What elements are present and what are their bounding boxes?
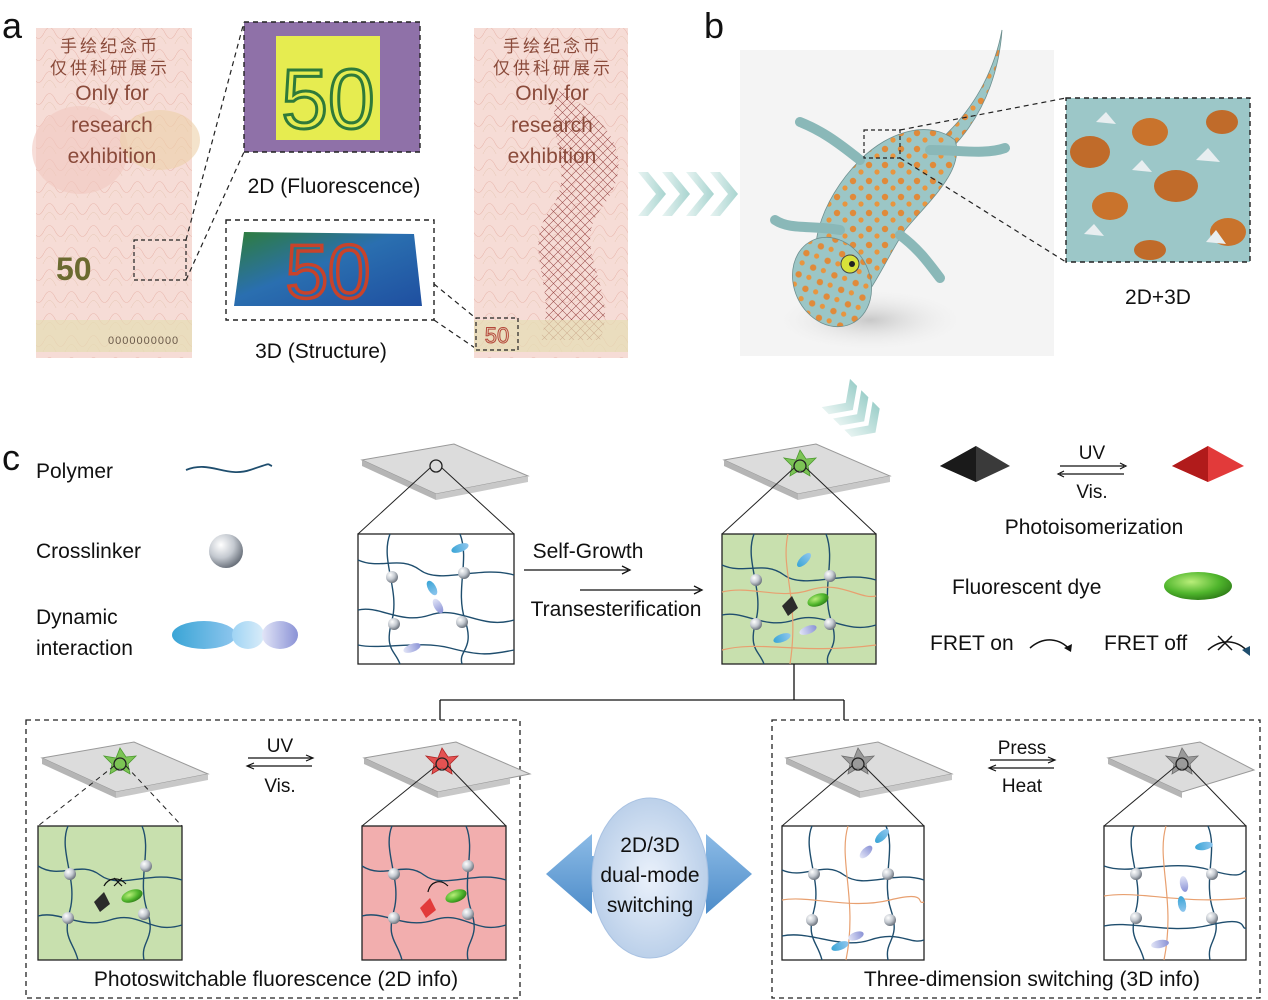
network-box-initial: [357, 533, 515, 665]
center-line1: 2D/3D: [620, 834, 680, 857]
fret-on-arrow-icon: [1029, 639, 1071, 651]
zoom-line: [433, 283, 479, 321]
inset-2d-number: 50: [281, 52, 374, 146]
banknote-cn-line2: 仅供科研展示: [493, 59, 613, 78]
network-box-grown: [721, 533, 877, 665]
banknote-en-line3: exhibition: [68, 145, 157, 168]
crosslinker-icon: [209, 534, 243, 568]
inset-3d-structure: 50: [225, 219, 435, 321]
inset-3d-number: 50: [286, 230, 371, 315]
legend-vis: Vis.: [1076, 482, 1107, 503]
banknote-cn-line1: 手绘纪念币: [503, 36, 603, 56]
banknote-denomination: 50: [56, 251, 92, 287]
caption-2d3d: 2D+3D: [1125, 286, 1191, 309]
fluorescent-dye-icon: [1164, 572, 1232, 600]
left-box-caption: Photoswitchable fluorescence (2D info): [94, 968, 458, 991]
right-press-label: Press: [998, 738, 1047, 759]
network-box-green: [37, 825, 183, 961]
process-step-self-growth: Self-Growth: [533, 540, 644, 563]
banknote-denomination-small: 50: [485, 323, 509, 348]
legend-photoisomerization: Photoisomerization: [1005, 516, 1184, 539]
legend-fret-off: FRET off: [1104, 632, 1187, 655]
banknote-en-line2: research: [71, 114, 153, 137]
zoom-line: [185, 21, 245, 241]
black-diamond-icon: [940, 446, 1010, 482]
plate-green-state: [37, 741, 210, 827]
panel-label-b: b: [704, 5, 724, 46]
inset-2d3d-skin: [1065, 97, 1251, 263]
center-line3: switching: [607, 894, 693, 917]
dynamic-interaction-icon: [172, 621, 298, 649]
banknote-left: 手绘纪念币 仅供科研展示 Only for research exhibitio…: [32, 28, 200, 358]
banknote-en-line3: exhibition: [508, 145, 597, 168]
plate-initial: [357, 443, 530, 535]
legend-fluorescent-dye: Fluorescent dye: [952, 576, 1101, 599]
left-uv-label: UV: [267, 736, 294, 757]
legend-uv: UV: [1079, 443, 1106, 464]
banknote-en-line1: Only for: [75, 82, 149, 105]
network-box-red: [361, 825, 507, 961]
zoom-line: [433, 319, 479, 351]
inset-2d-fluorescence: 50: [243, 21, 421, 153]
plate-gray-state-2: [1103, 741, 1256, 827]
right-box-caption: Three-dimension switching (3D info): [864, 968, 1200, 991]
legend-dynamic-label-1: Dynamic: [36, 606, 118, 629]
banknote-serial: 0000000000: [108, 335, 179, 347]
zoom-line: [185, 151, 245, 281]
plate-grown: [721, 443, 892, 535]
gecko-illustration: [740, 29, 1054, 356]
legend-polymer-label: Polymer: [36, 460, 113, 483]
banknote-en-line1: Only for: [515, 82, 589, 105]
banknote-cn-line2: 仅供科研展示: [50, 59, 170, 78]
network-box-relaxed: [781, 825, 925, 961]
legend-dynamic-label-2: interaction: [36, 637, 133, 660]
center-line2: dual-mode: [600, 864, 699, 887]
panel-label-c: c: [2, 437, 20, 478]
right-heat-label: Heat: [1002, 776, 1043, 797]
panel-label-a: a: [2, 5, 23, 46]
center-oval: [591, 797, 709, 959]
network-box-pressed: [1103, 825, 1247, 961]
chevron-down-left-icon: [821, 378, 880, 437]
zoom-line: [899, 157, 1067, 263]
plate-red-state: [361, 741, 532, 827]
process-step-transesterification: Transesterification: [531, 598, 702, 621]
chevron-right-icon: [638, 172, 738, 216]
zoom-line: [899, 97, 1067, 131]
box-3d-switching: [771, 719, 1261, 999]
plate-gray-state-1: [781, 741, 954, 827]
fret-off-arrow-icon: [1207, 635, 1250, 656]
caption-3d-structure: 3D (Structure): [255, 340, 387, 363]
legend-fret-on: FRET on: [930, 632, 1014, 655]
red-diamond-icon: [1172, 446, 1244, 482]
banknote-en-line2: research: [511, 114, 593, 137]
caption-2d-fluorescence: 2D (Fluorescence): [248, 175, 421, 198]
box-2d-switching: [25, 719, 521, 999]
legend-crosslinker-label: Crosslinker: [36, 540, 141, 563]
polymer-icon: [185, 463, 273, 473]
branch-connector: [439, 664, 845, 720]
banknote-right: 手绘纪念币 仅供科研展示 Only for research exhibitio…: [474, 28, 628, 358]
left-vis-label: Vis.: [264, 776, 295, 797]
banknote-cn-line1: 手绘纪念币: [60, 36, 160, 56]
